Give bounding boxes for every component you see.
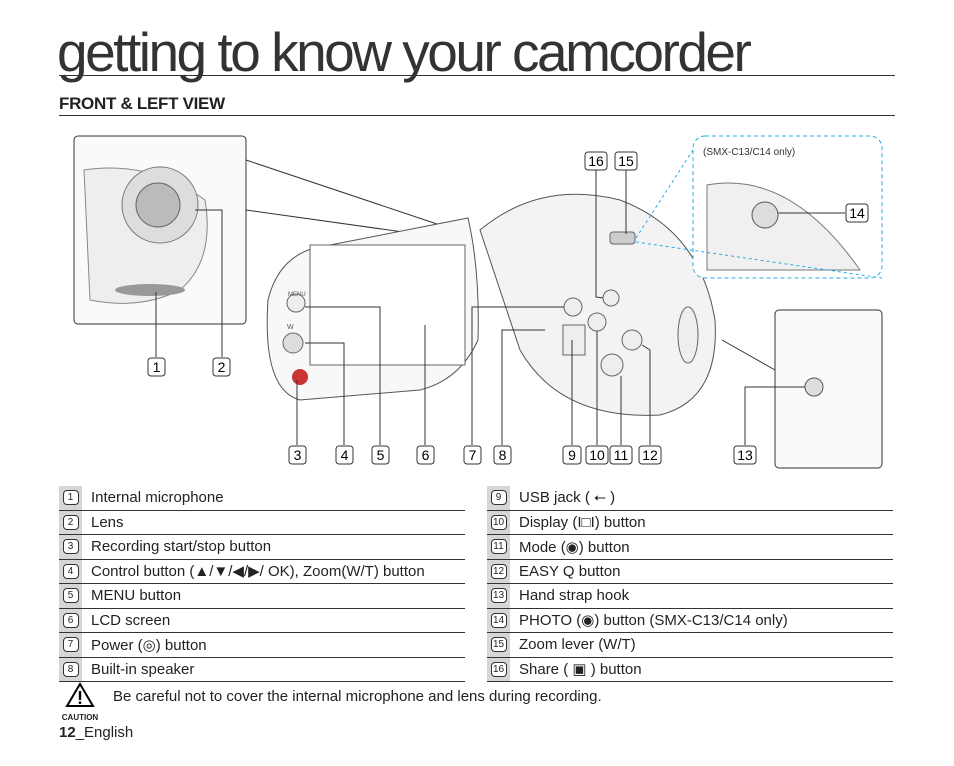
page-number: 12 — [59, 724, 76, 741]
warning-icon — [65, 682, 95, 707]
part-label: EASY Q button — [519, 562, 621, 580]
camcorder-body — [266, 193, 716, 416]
callout-2: 2 — [212, 357, 231, 377]
display-button — [587, 312, 607, 332]
camcorder-diagram: (SMX-C13/C14 only) — [73, 135, 883, 469]
callout-6: 6 — [416, 445, 435, 465]
page-title: getting to know your camcorder — [57, 21, 752, 83]
part-label: Power (◎) button — [91, 636, 207, 654]
w-label: W — [287, 324, 294, 331]
hand-strap-inset — [774, 309, 883, 469]
part-label: PHOTO (◉) button (SMX-C13/C14 only) — [519, 612, 788, 630]
callout-13: 13 — [733, 445, 757, 465]
page-footer: 12_English — [59, 724, 133, 741]
section-divider — [59, 115, 895, 116]
part-label: Internal microphone — [91, 489, 224, 507]
svg-text:2: 2 — [218, 359, 226, 375]
footer-language: _English — [75, 724, 134, 741]
svg-text:6: 6 — [422, 447, 430, 463]
menu-label: MENU — [288, 292, 306, 298]
record-button — [292, 369, 308, 385]
svg-text:10: 10 — [589, 447, 605, 463]
callout-3: 3 — [288, 445, 307, 465]
callout-1: 1 — [147, 357, 166, 377]
svg-text:16: 16 — [588, 153, 604, 169]
part-label: LCD screen — [91, 611, 171, 629]
part-label: Zoom lever (W/T) — [519, 636, 636, 654]
callout-16: 16 — [584, 151, 608, 171]
callout-15: 15 — [614, 151, 638, 171]
svg-text:14: 14 — [849, 205, 865, 221]
part-label: MENU button — [91, 587, 182, 605]
svg-text:5: 5 — [377, 447, 385, 463]
caution-text: Be careful not to cover the internal mic… — [113, 688, 602, 705]
section-title: FRONT & LEFT VIEW — [59, 94, 225, 113]
usb-jack — [562, 324, 586, 356]
part-label: Built-in speaker — [91, 660, 195, 678]
svg-text:13: 13 — [737, 447, 753, 463]
part-label: Recording start/stop button — [91, 538, 272, 556]
lens-closeup-inset — [73, 135, 247, 325]
svg-text:15: 15 — [618, 153, 634, 169]
callout-numbers: 1 2 3 4 5 6 7 8 9 10 11 12 13 14 15 16 — [147, 151, 869, 465]
mode-button — [600, 353, 624, 377]
menu-button — [286, 293, 306, 313]
easyq-button — [621, 329, 643, 351]
part-label: Control button (▲/▼/◀/▶/ OK), Zoom(W/T) … — [91, 563, 425, 581]
callout-11: 11 — [609, 445, 633, 465]
part-label: Share ( ▣ ) button — [519, 661, 642, 679]
svg-text:9: 9 — [568, 447, 576, 463]
callout-4: 4 — [335, 445, 354, 465]
caution-label: CAUTION — [61, 713, 99, 722]
zoom-lever — [609, 231, 636, 245]
callout-10: 10 — [585, 445, 609, 465]
part-label: Display (I□I) button — [519, 513, 646, 531]
svg-text:7: 7 — [469, 447, 477, 463]
part-label: USB jack ( ⭠ ) — [519, 489, 616, 507]
svg-text:11: 11 — [614, 447, 629, 463]
caution-badge: CAUTION — [58, 682, 102, 722]
svg-text:(SMX-C13/C14 only): (SMX-C13/C14 only) — [703, 147, 795, 158]
callout-7: 7 — [463, 445, 482, 465]
svg-text:1: 1 — [153, 359, 161, 375]
callout-9: 9 — [562, 445, 582, 465]
svg-text:8: 8 — [499, 447, 507, 463]
callout-8: 8 — [493, 445, 512, 465]
power-button — [563, 297, 583, 317]
svg-text:4: 4 — [341, 447, 349, 463]
lcd-screen — [309, 244, 466, 366]
svg-text:12: 12 — [642, 447, 658, 463]
part-label: Mode (◉) button — [519, 538, 630, 556]
part-label: Lens — [91, 513, 124, 531]
callout-14: 14 — [845, 203, 869, 223]
callout-12: 12 — [638, 445, 662, 465]
callout-5: 5 — [371, 445, 390, 465]
share-button — [602, 289, 620, 307]
control-button — [282, 332, 304, 354]
photo-button-inset: (SMX-C13/C14 only) — [692, 135, 883, 279]
part-label: Hand strap hook — [519, 587, 630, 605]
svg-text:3: 3 — [294, 447, 302, 463]
title-divider — [59, 75, 895, 76]
